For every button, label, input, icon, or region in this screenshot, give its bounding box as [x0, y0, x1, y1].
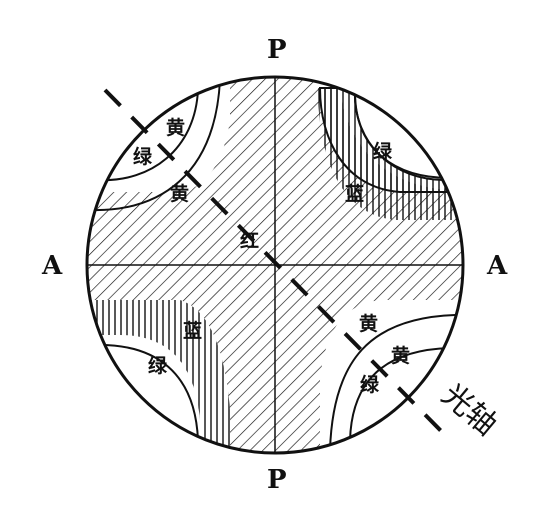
optic-axis-label: 光轴 — [435, 377, 503, 442]
analyzer-label-right: A — [486, 251, 508, 281]
polarizer-label-top: P — [267, 35, 287, 65]
label-blue-ll: 蓝 — [183, 319, 202, 342]
label-green-ul: 绿 — [133, 145, 153, 168]
label-yellow-lr-2: 黄 — [391, 344, 410, 367]
label-red-center: 红 — [240, 229, 259, 252]
label-green-ll: 绿 — [148, 354, 168, 377]
label-yellow-lr-1: 黄 — [359, 312, 378, 335]
field-circle — [85, 75, 465, 455]
blue-band-lower-left — [87, 300, 230, 453]
label-green-lr: 绿 — [360, 373, 380, 396]
label-green-ur: 绿 — [373, 140, 393, 163]
label-blue-ur: 蓝 — [345, 182, 364, 205]
analyzer-label-left: A — [41, 251, 63, 281]
polarizer-label-bottom: P — [267, 465, 287, 495]
label-yellow-ul-1: 黄 — [166, 116, 185, 139]
label-yellow-ul-2: 黄 — [170, 182, 189, 205]
optic-axis-line — [103, 88, 452, 442]
